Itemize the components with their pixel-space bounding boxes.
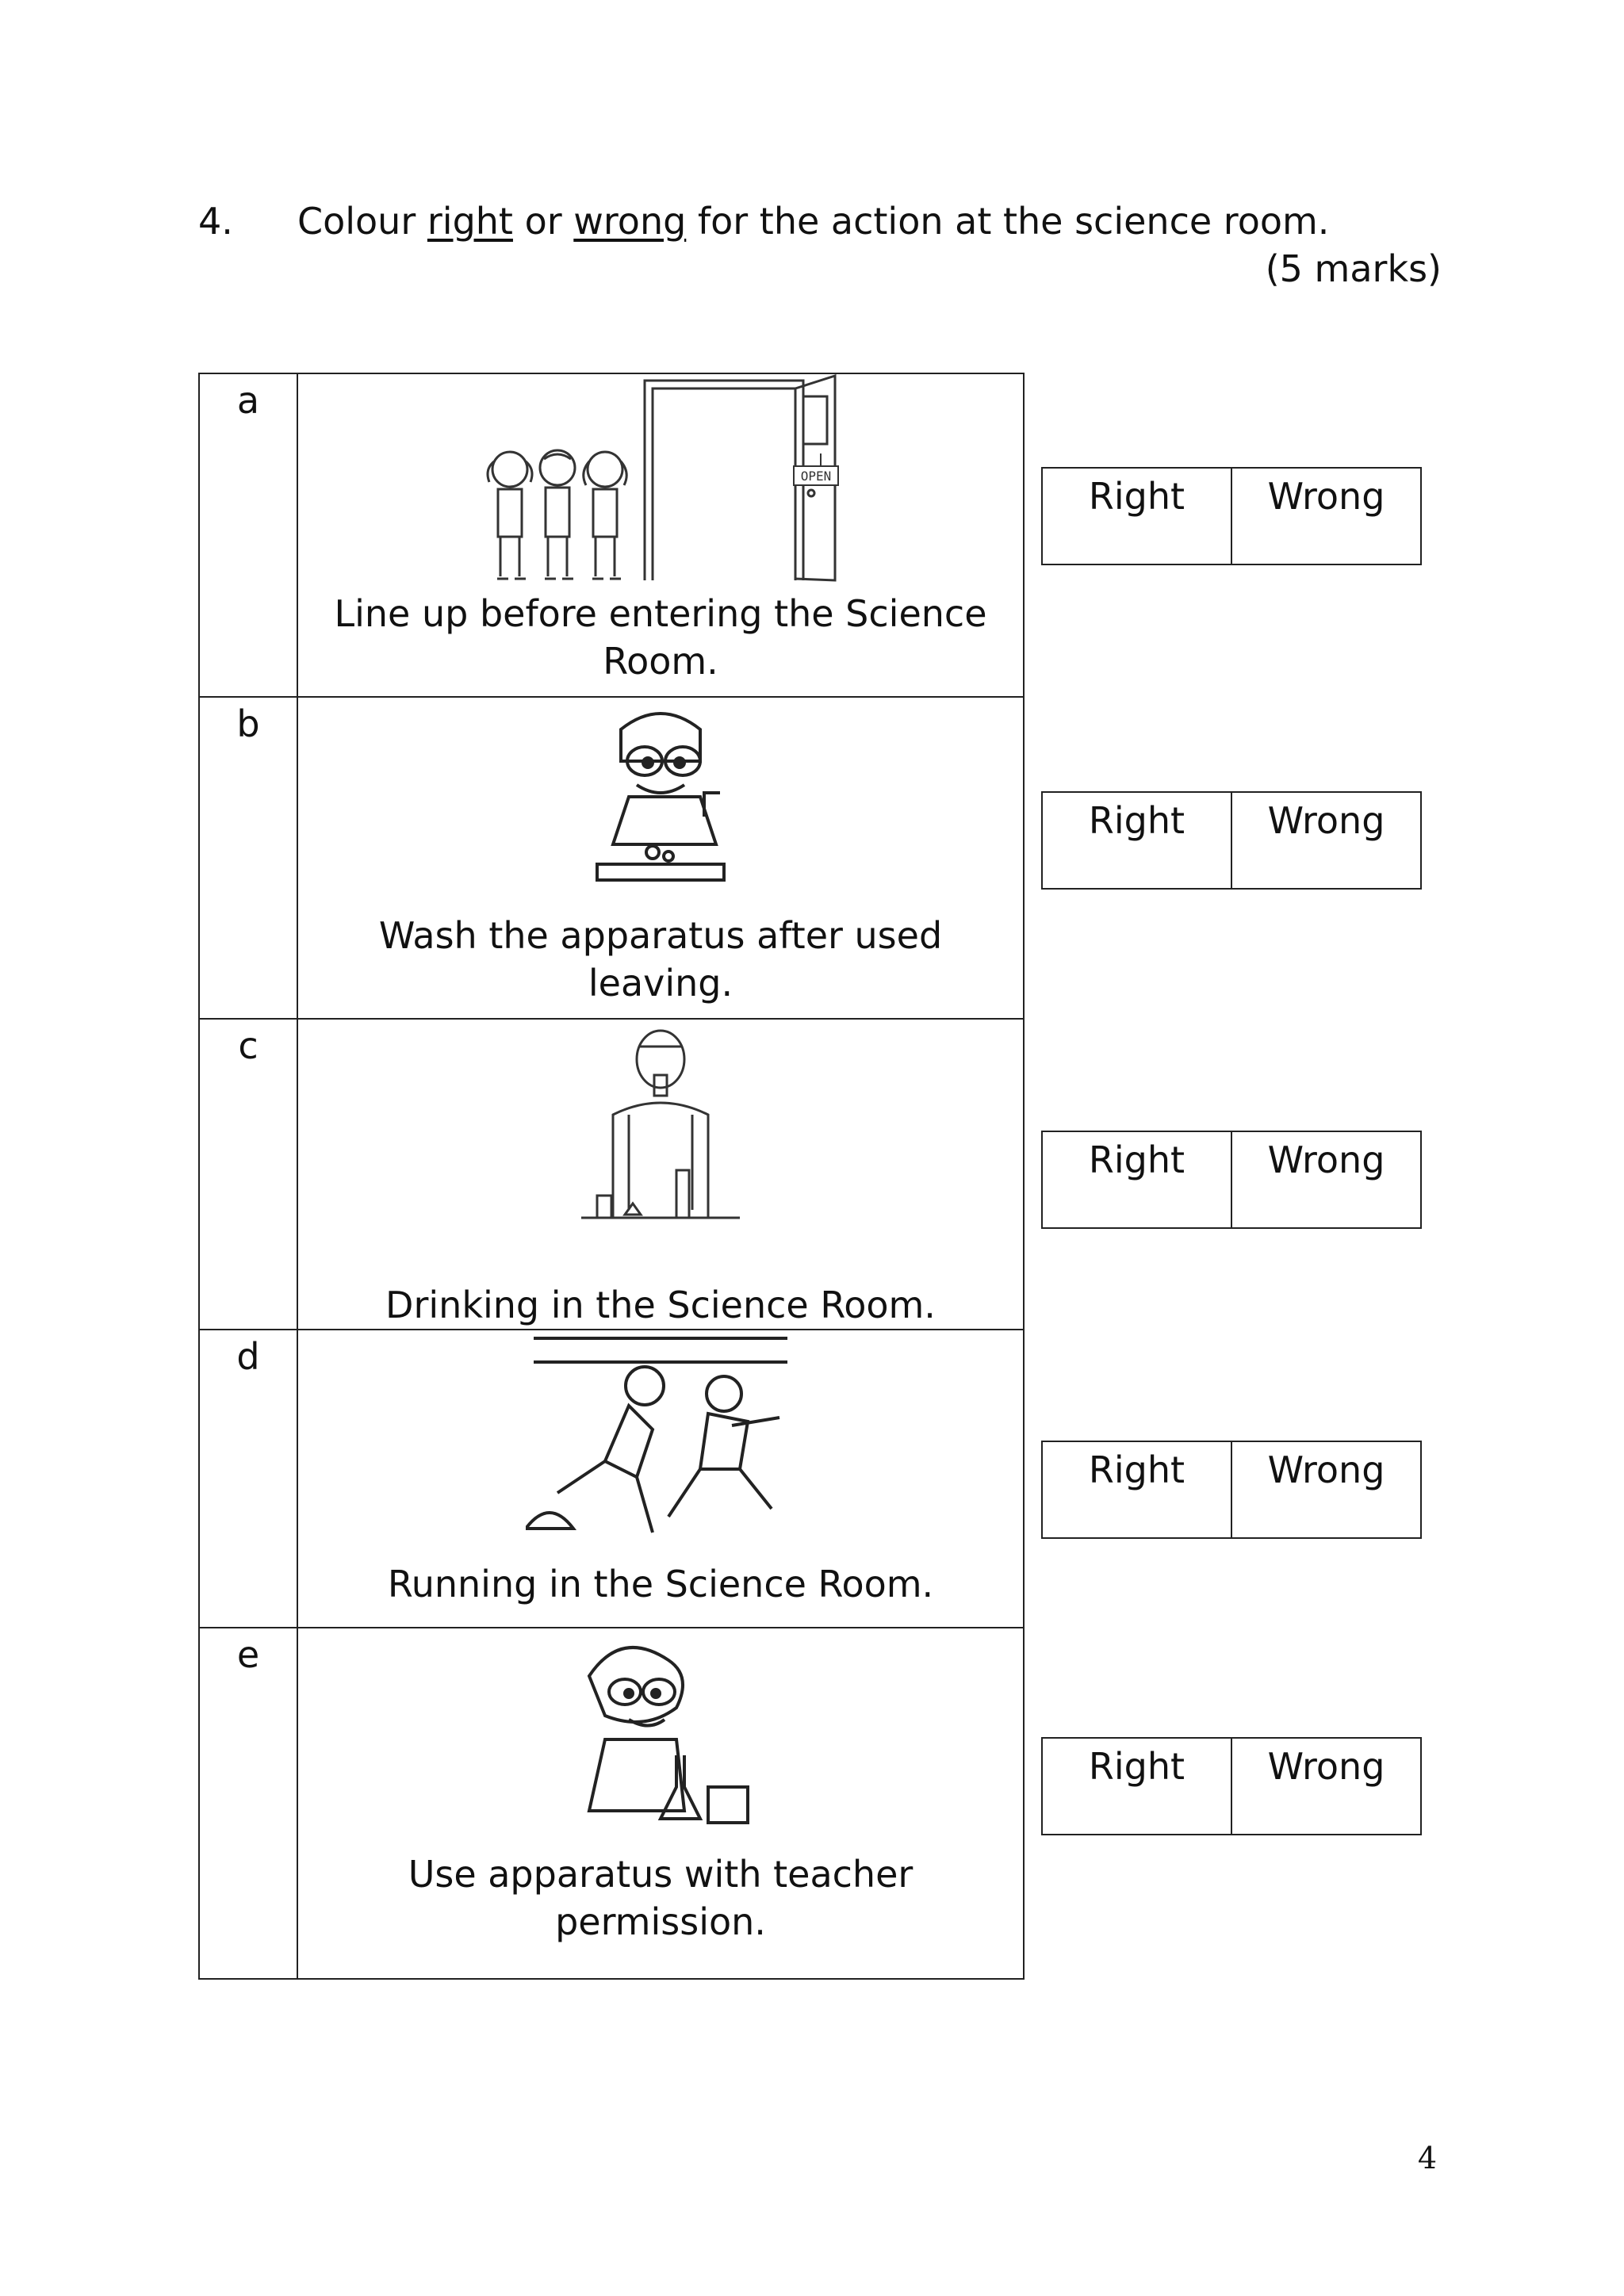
row-letter-cell: b (198, 696, 298, 1020)
row-letter: c (238, 1024, 259, 1067)
actions-table: a (198, 373, 1025, 1980)
question-word-right: right (427, 200, 513, 243)
question-word-wrong: wrong (573, 200, 687, 243)
row-content-cell: Running in the Science Room. (297, 1329, 1025, 1628)
row-letter: a (236, 379, 260, 422)
question-text-pre: Colour (297, 200, 427, 243)
row-letter-cell: d (198, 1329, 298, 1628)
door-sign-label: OPEN (801, 469, 832, 484)
question-text: Colour right or wrong for the action at … (297, 200, 1329, 243)
question-marks: (5 marks) (1265, 247, 1442, 290)
row-letter-cell: a (198, 373, 298, 698)
right-option[interactable]: Right (1088, 799, 1185, 842)
row-caption: Drinking in the Science Room. (385, 1284, 936, 1326)
wrong-option[interactable]: Wrong (1231, 793, 1420, 888)
right-option[interactable]: Right (1088, 1138, 1185, 1181)
right-wrong-box-c: Right Wrong (1041, 1131, 1422, 1229)
question-number: 4. (198, 200, 233, 243)
wrong-option[interactable]: Wrong (1231, 1739, 1420, 1834)
right-option[interactable]: Right (1088, 1448, 1185, 1491)
question-text-mid: or (512, 200, 574, 243)
boy-washing-apparatus-illustration (596, 712, 726, 882)
right-wrong-box-d: Right Wrong (1041, 1441, 1422, 1539)
table-row: b Wash the apparatus after used leav (198, 696, 1025, 1020)
row-caption: Running in the Science Room. (387, 1563, 934, 1605)
row-content-cell: OPEN Line up before entering the Science… (297, 373, 1025, 698)
right-wrong-box-e: Right Wrong (1041, 1737, 1422, 1835)
wrong-option[interactable]: Wrong (1231, 469, 1420, 564)
row-caption: Use apparatus with teacher permission. (408, 1853, 914, 1943)
row-content-cell: Use apparatus with teacher permission. (297, 1627, 1025, 1980)
row-caption: Wash the apparatus after used leaving. (378, 914, 943, 1004)
row-content-cell: Drinking in the Science Room. (297, 1018, 1025, 1330)
wrong-option[interactable]: Wrong (1231, 1132, 1420, 1227)
student-drinking-illustration (581, 1029, 740, 1219)
table-row: a (198, 373, 1025, 698)
row-caption: Line up before entering the Science Room… (334, 592, 987, 683)
row-letter: d (236, 1335, 260, 1378)
row-letter: b (236, 702, 260, 745)
children-lining-up-illustration: OPEN (486, 374, 839, 582)
question-text-post: for the action at the science room. (686, 200, 1330, 243)
wrong-option[interactable]: Wrong (1231, 1442, 1420, 1537)
table-row: e Use apparatus with teacher permission. (198, 1627, 1025, 1980)
page-number: 4 (1417, 2141, 1437, 2175)
row-letter-cell: e (198, 1627, 298, 1980)
row-content-cell: Wash the apparatus after used leaving. (297, 696, 1025, 1020)
table-row: c Drinking in the Science Room. (198, 1018, 1025, 1330)
right-option[interactable]: Right (1088, 1745, 1185, 1788)
table-row: d Running in the Science Room. (198, 1329, 1025, 1628)
right-wrong-box-a: Right Wrong (1041, 467, 1422, 565)
student-using-apparatus-illustration (587, 1646, 749, 1824)
right-wrong-box-b: Right Wrong (1041, 791, 1422, 890)
row-letter: e (236, 1633, 260, 1676)
right-option[interactable]: Right (1088, 475, 1185, 518)
boys-running-illustration (526, 1337, 787, 1533)
row-letter-cell: c (198, 1018, 298, 1330)
